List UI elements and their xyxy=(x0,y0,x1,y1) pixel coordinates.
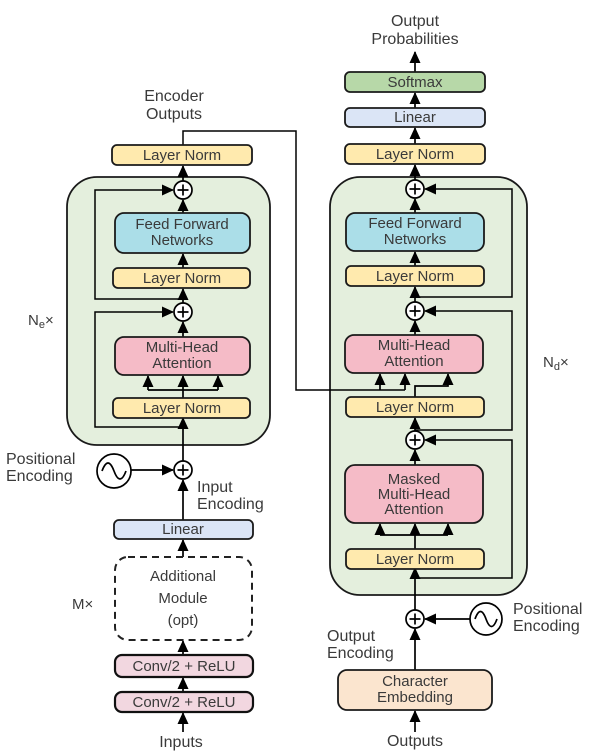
decoder-ffn-label: Feed Forward xyxy=(368,215,461,232)
conv2-label: Conv/2 + ReLU xyxy=(133,694,236,711)
module-repeat-label: M× xyxy=(72,596,93,613)
residual-masked-loop-dec xyxy=(415,434,513,579)
output-encoding-label: Output xyxy=(327,628,376,645)
character-embedding-label-2: Embedding xyxy=(377,689,453,706)
residual-ffn-loop-dec xyxy=(415,183,513,298)
softmax-box xyxy=(344,71,486,93)
decoder-masked-layernorm-box xyxy=(345,548,485,570)
positional-encoding-right-label: Positional xyxy=(513,601,582,618)
encoder-mha-label-2: Attention xyxy=(152,355,211,372)
encoder-output-layernorm-box xyxy=(111,144,253,166)
decoder-add-node-cross xyxy=(405,301,425,321)
encoder-mha-label: Multi-Head xyxy=(146,339,219,356)
decoder-masked-layernorm-label: Layer Norm xyxy=(376,551,454,568)
additional-module-box xyxy=(114,556,253,641)
additional-module-label-3: (opt) xyxy=(168,612,199,629)
character-embedding-label: Character xyxy=(382,673,448,690)
output-probabilities-label: Output xyxy=(391,13,440,30)
conv1-label: Conv/2 + ReLU xyxy=(133,658,236,675)
conv1-box xyxy=(113,653,255,679)
encoder-outputs-label-2: Outputs xyxy=(146,106,202,123)
decoder-output-layernorm-box xyxy=(344,143,486,165)
encoder-ffn-label: Feed Forward xyxy=(135,216,228,233)
decoder-cross-mha-label: Multi-Head xyxy=(378,337,451,354)
positional-encoding-left-label-2: Encoding xyxy=(6,468,73,485)
encoder-input-add-node xyxy=(173,460,193,480)
residual-ffn-loop xyxy=(94,184,183,300)
encoder-mha-box xyxy=(114,336,251,376)
encoder-outputs-wire xyxy=(182,130,405,391)
output-probabilities-label-2: Probabilities xyxy=(371,31,458,48)
residual-cross-loop-dec xyxy=(415,305,513,431)
encoder-output-layernorm-label: Layer Norm xyxy=(143,147,221,164)
decoder-repeat-label: Nd× xyxy=(543,354,569,373)
positional-encoding-right-label-2: Encoding xyxy=(513,618,580,635)
decoder-cross-layernorm-box xyxy=(345,396,485,418)
encoder-ffn-label-2: Networks xyxy=(151,232,214,249)
softmax-label: Softmax xyxy=(387,74,443,91)
encoder-mha-layernorm-box xyxy=(112,397,251,419)
encoder-mha-layernorm-label: Layer Norm xyxy=(143,400,221,417)
decoder-wires xyxy=(374,51,513,732)
positional-encoding-icon-right xyxy=(469,602,503,636)
decoder-ffn-box xyxy=(345,212,485,252)
outputs-label: Outputs xyxy=(387,733,443,750)
decoder-masked-mha-label-3: Attention xyxy=(384,501,443,518)
encoder-repeat-label: Ne× xyxy=(28,312,54,331)
encoder-ffn-box xyxy=(114,212,251,254)
encoder-ffn-layernorm-box xyxy=(112,267,251,289)
decoder-add-node-top xyxy=(405,179,425,199)
decoder-masked-mha-label: Masked xyxy=(388,471,441,488)
output-linear-box xyxy=(344,107,486,128)
decoder-cross-mha-label-2: Attention xyxy=(384,353,443,370)
query-bend-wire xyxy=(414,373,454,397)
decoder-masked-mha-box xyxy=(344,464,484,524)
residual-mha-loop xyxy=(94,306,183,428)
input-encoding-label: Input xyxy=(197,479,233,496)
decoder-masked-mha-label-2: Multi-Head xyxy=(378,486,451,503)
positional-encoding-icon-left xyxy=(96,453,132,489)
character-embedding-box xyxy=(337,669,493,711)
additional-module-label-2: Module xyxy=(158,590,207,607)
encoder-ffn-layernorm-label: Layer Norm xyxy=(143,270,221,287)
input-encoding-label-2: Encoding xyxy=(197,496,264,513)
decoder-ffn-layernorm-label: Layer Norm xyxy=(376,268,454,285)
decoder-output-layernorm-label: Layer Norm xyxy=(376,146,454,163)
encoder-wires xyxy=(94,130,411,732)
decoder-input-add-node xyxy=(405,609,425,629)
encoder-outputs-label: Encoder xyxy=(144,88,204,105)
input-linear-box xyxy=(113,519,254,540)
encoder-add-node-top xyxy=(173,180,193,200)
decoder-ffn-layernorm-box xyxy=(345,265,485,287)
decoder-add-node-masked xyxy=(405,430,425,450)
conv2-box xyxy=(113,690,255,714)
output-encoding-label-2: Encoding xyxy=(327,645,394,662)
decoder-cross-mha-box xyxy=(344,334,484,374)
inputs-label: Inputs xyxy=(159,734,203,751)
decoder-cross-layernorm-label: Layer Norm xyxy=(376,399,454,416)
encoder-add-node-mha xyxy=(173,302,193,322)
diagram-labels: Output Probabilities Softmax Linear Laye… xyxy=(6,13,582,751)
additional-module-label: Additional xyxy=(150,568,216,585)
positional-encoding-left-label: Positional xyxy=(6,451,75,468)
input-linear-label: Linear xyxy=(162,521,204,538)
output-linear-label: Linear xyxy=(394,109,436,126)
decoder-ffn-label-2: Networks xyxy=(384,231,447,248)
sum-nodes xyxy=(96,179,503,636)
